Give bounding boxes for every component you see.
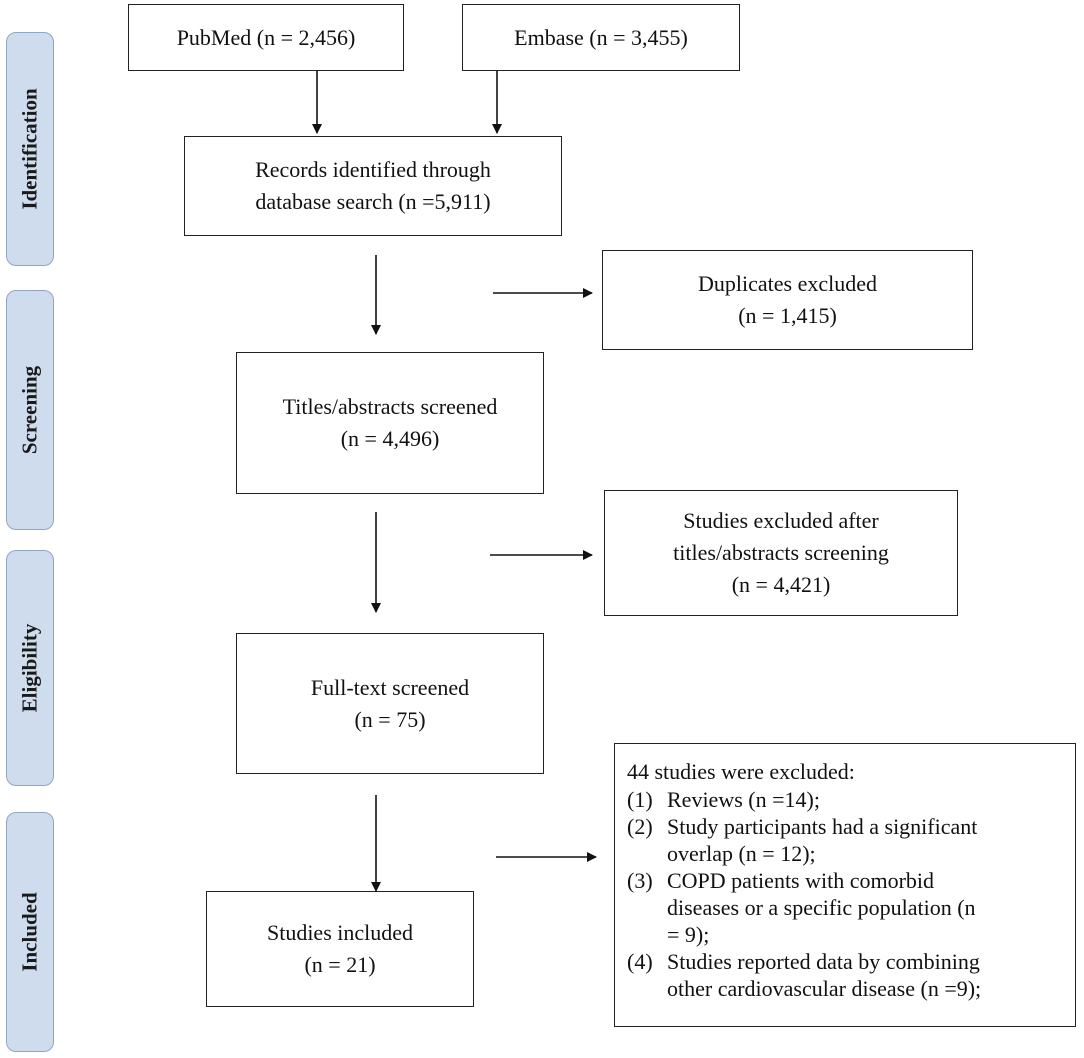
embase-box: Embase (n = 3,455) bbox=[462, 4, 740, 71]
studies-included-box: Studies included (n = 21) bbox=[206, 891, 474, 1007]
exclusion-reason-item: (3) COPD patients with comorbid diseases… bbox=[627, 867, 1065, 948]
included-line-1: Studies included bbox=[266, 920, 414, 946]
exclusion-reason-number: (4) bbox=[627, 949, 653, 974]
fulltext-line-1: Full-text screened bbox=[310, 674, 470, 700]
fulltext-screened-box: Full-text screened (n = 75) bbox=[236, 633, 544, 774]
excluded-titles-line-1: Studies excluded after bbox=[683, 508, 879, 534]
exclusion-reason-line: overlap (n = 12); bbox=[667, 841, 816, 866]
phase-included: Included bbox=[6, 812, 54, 1052]
excluded-titles-line-2: titles/abstracts screening bbox=[673, 540, 889, 566]
phase-identification: Identification bbox=[6, 32, 54, 266]
exclusion-reasons-list: (1) Reviews (n =14); (2) Study participa… bbox=[627, 786, 1065, 1002]
exclusion-reason-text: Reviews (n =14); bbox=[667, 786, 1065, 813]
exclusion-reason-item: (2) Study participants had a significant… bbox=[627, 813, 1065, 867]
exclusion-reason-number: (3) bbox=[627, 868, 653, 893]
exclusion-reason-line: Reviews (n =14); bbox=[667, 787, 820, 812]
exclusion-reason-line: Studies reported data by combining bbox=[667, 949, 980, 974]
excluded-after-screening-box: Studies excluded after titles/abstracts … bbox=[604, 490, 958, 616]
titles-screened-box: Titles/abstracts screened (n = 4,496) bbox=[236, 352, 544, 494]
exclusion-reason-item: (1) Reviews (n =14); bbox=[627, 786, 1065, 813]
included-line-2: (n = 21) bbox=[304, 952, 376, 977]
phase-eligibility: Eligibility bbox=[6, 550, 54, 786]
duplicates-line-1: Duplicates excluded bbox=[698, 271, 877, 297]
exclusion-reason-line: COPD patients with comorbid bbox=[667, 868, 935, 893]
pubmed-box: PubMed (n = 2,456) bbox=[128, 4, 404, 71]
embase-label: Embase (n = 3,455) bbox=[514, 24, 688, 50]
excluded-titles-line-3: (n = 4,421) bbox=[731, 571, 831, 597]
duplicates-line-2: (n = 1,415) bbox=[738, 303, 837, 328]
records-line-2: database search (n =5,911) bbox=[255, 189, 491, 214]
exclusion-reason-text: Studies reported data by combining other… bbox=[667, 948, 1065, 1002]
exclusion-reason-text: COPD patients with comorbid diseases or … bbox=[667, 867, 1065, 948]
exclusion-reason-number: (2) bbox=[627, 814, 653, 839]
exclusion-reason-number: (1) bbox=[627, 787, 653, 812]
exclusion-reason-line: other cardiovascular disease (n =9); bbox=[667, 976, 982, 1001]
records-line-1: Records identified through bbox=[255, 157, 491, 183]
exclusions-title: 44 studies were excluded: bbox=[627, 759, 855, 784]
fulltext-exclusions-box: 44 studies were excluded: (1) Reviews (n… bbox=[614, 743, 1076, 1027]
exclusion-reason-line: diseases or a specific population (n bbox=[667, 895, 976, 920]
records-identified-box: Records identified through database sear… bbox=[184, 136, 562, 236]
fulltext-line-2: (n = 75) bbox=[354, 706, 426, 732]
pubmed-label: PubMed (n = 2,456) bbox=[176, 24, 356, 50]
duplicates-excluded-box: Duplicates excluded (n = 1,415) bbox=[602, 250, 973, 350]
exclusion-reason-text: Study participants had a significant ove… bbox=[667, 813, 1065, 867]
titles-line-2: (n = 4,496) bbox=[340, 426, 440, 451]
exclusion-reason-item: (4) Studies reported data by combining o… bbox=[627, 948, 1065, 1002]
titles-line-1: Titles/abstracts screened bbox=[282, 394, 498, 420]
phase-screening: Screening bbox=[6, 290, 54, 530]
exclusion-reason-line: = 9); bbox=[667, 922, 710, 947]
exclusion-reason-line: Study participants had a significant bbox=[667, 814, 978, 839]
